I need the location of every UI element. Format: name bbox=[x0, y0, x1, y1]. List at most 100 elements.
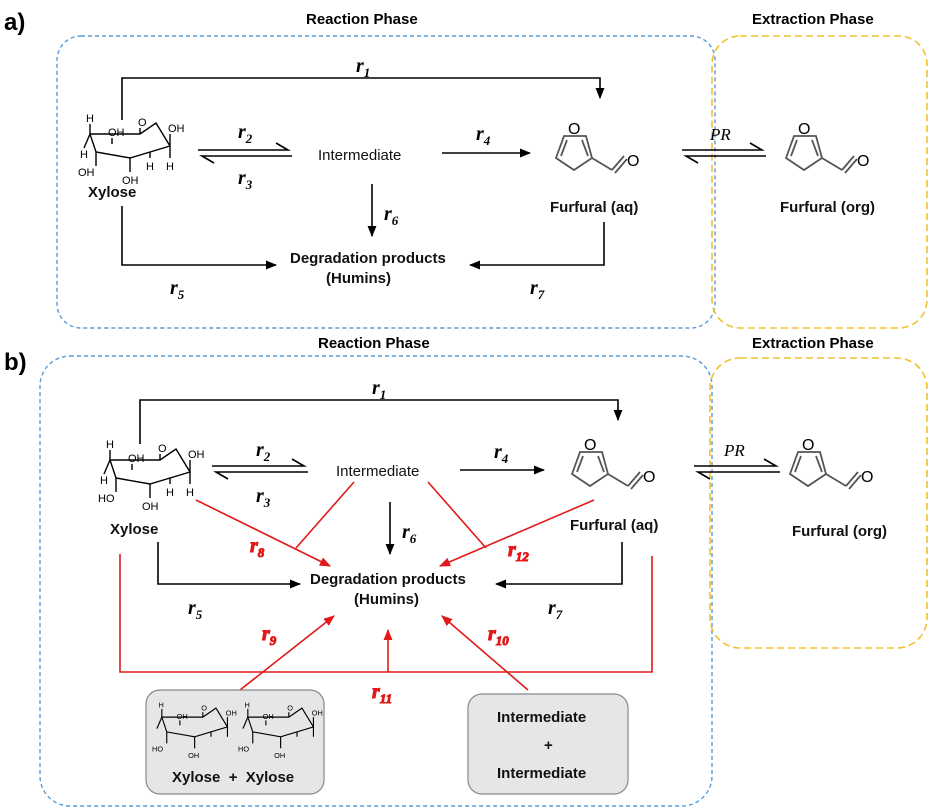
svg-text:OH: OH bbox=[188, 751, 199, 760]
panel-b-xylose-dimer-box bbox=[145, 689, 325, 795]
panel-b-r6-label: r6 bbox=[402, 521, 417, 546]
panel-a-furfural-aq-label: Furfural (aq) bbox=[550, 199, 638, 216]
svg-text:OH: OH bbox=[312, 708, 323, 717]
panel-a-r1-arrow bbox=[121, 77, 605, 120]
panel-b-r10-label: r10 bbox=[488, 623, 509, 648]
panel-b-r8-arrow bbox=[195, 499, 332, 567]
svg-text:O: O bbox=[627, 153, 639, 170]
svg-text:O: O bbox=[158, 443, 167, 455]
panel-a-xylose-structure: H O H OH OH OH OH H H bbox=[78, 113, 185, 187]
panel-b-r12b-line bbox=[427, 481, 487, 549]
panel-a-r5-label: r5 bbox=[170, 277, 185, 302]
panel-a-r7-arrow bbox=[468, 222, 605, 270]
panel-b-intermediate-dimer-bottom: Intermediate bbox=[497, 765, 586, 782]
svg-text:O: O bbox=[861, 469, 873, 486]
panel-a-extraction-phase-border bbox=[711, 35, 928, 329]
panel-b-r5-label: r5 bbox=[188, 597, 203, 622]
svg-text:HO: HO bbox=[152, 745, 163, 754]
panel-a: a) Reaction Phase Extraction Phase H O H… bbox=[4, 9, 928, 329]
panel-a-r6-label: r6 bbox=[384, 203, 399, 228]
panel-b-r12-label: r12 bbox=[508, 539, 529, 564]
panel-a-pr-forward-arrow bbox=[682, 142, 765, 151]
panel-a-label: a) bbox=[4, 9, 25, 36]
panel-b-r8-label: r8 bbox=[250, 535, 265, 560]
svg-text:H: H bbox=[106, 439, 114, 451]
panel-b-r4-label: r4 bbox=[494, 441, 509, 466]
svg-text:HO: HO bbox=[238, 745, 249, 754]
svg-text:O: O bbox=[201, 704, 207, 713]
panel-b-r11-label: r11 bbox=[372, 681, 392, 706]
panel-b-label: b) bbox=[4, 349, 27, 376]
panel-a-r1-label: r1 bbox=[356, 55, 370, 80]
panel-a-reaction-phase-border bbox=[56, 35, 716, 329]
panel-a-r7-label: r7 bbox=[530, 277, 545, 302]
panel-a-r3-arrow bbox=[199, 155, 292, 164]
svg-text:H: H bbox=[159, 700, 164, 709]
panel-b-xylose-dimer-label: Xylose + Xylose bbox=[172, 769, 294, 786]
panel-b-r3-arrow bbox=[213, 471, 308, 480]
panel-b-pr-backward-arrow bbox=[695, 471, 780, 480]
panel-b-r8b-line bbox=[295, 481, 355, 549]
panel-b-r11-baseline bbox=[119, 554, 653, 673]
svg-text:H: H bbox=[186, 487, 194, 499]
panel-a-r2-label: r2 bbox=[238, 121, 253, 146]
panel-a-intermediate-label: Intermediate bbox=[318, 147, 401, 164]
panel-a-r4-label: r4 bbox=[476, 123, 491, 148]
panel-b-furfural-aq-structure: O O bbox=[571, 437, 655, 490]
svg-text:O: O bbox=[802, 437, 814, 454]
panel-a-furfural-org-structure: O O bbox=[785, 121, 869, 174]
panel-b-r3-label: r3 bbox=[256, 485, 271, 510]
svg-text:OH: OH bbox=[78, 167, 95, 179]
svg-text:H: H bbox=[100, 475, 108, 487]
panel-b-furfural-aq-label: Furfural (aq) bbox=[570, 517, 658, 534]
panel-b-r9-arrow bbox=[239, 615, 335, 691]
panel-a-r2-arrow bbox=[198, 142, 291, 151]
svg-text:H: H bbox=[146, 161, 154, 173]
panel-b-furfural-org-structure: O O bbox=[789, 437, 873, 490]
panel-b-xylose-label: Xylose bbox=[110, 521, 158, 538]
svg-text:OH: OH bbox=[168, 123, 185, 135]
panel-b-extraction-phase-border bbox=[709, 357, 928, 649]
svg-text:OH: OH bbox=[274, 751, 285, 760]
panel-b-r1-arrow bbox=[139, 399, 623, 444]
svg-text:O: O bbox=[568, 121, 580, 138]
panel-b-extraction-phase-title: Extraction Phase bbox=[752, 335, 874, 352]
panel-b-r7-label: r7 bbox=[548, 597, 563, 622]
panel-a-furfural-org-label: Furfural (org) bbox=[780, 199, 875, 216]
panel-b-pr-forward-arrow bbox=[694, 458, 779, 467]
panel-b-intermediate-label: Intermediate bbox=[336, 463, 419, 480]
panel-b-r2-arrow bbox=[212, 458, 307, 467]
svg-text:O: O bbox=[138, 117, 147, 129]
panel-a-xylose-label: Xylose bbox=[88, 184, 136, 201]
svg-text:OH: OH bbox=[128, 453, 145, 465]
panel-b-degradation-label: Degradation products bbox=[310, 571, 466, 588]
panel-b-furfural-org-label: Furfural (org) bbox=[792, 523, 887, 540]
svg-text:H: H bbox=[245, 700, 250, 709]
panel-b-r9-label: r9 bbox=[262, 623, 277, 648]
panel-a-r3-label: r3 bbox=[238, 167, 253, 192]
panel-b-r10-arrow bbox=[441, 615, 529, 691]
panel-b-humins-label: (Humins) bbox=[354, 591, 419, 608]
panel-b-xylose-dimer-structure-2: H O HO OH OH OH bbox=[238, 700, 323, 760]
panel-a-humins-label: (Humins) bbox=[326, 270, 391, 287]
panel-a-pr-backward-arrow bbox=[683, 155, 766, 164]
svg-text:OH: OH bbox=[188, 449, 205, 461]
svg-text:OH: OH bbox=[226, 708, 237, 717]
svg-text:H: H bbox=[166, 161, 174, 173]
svg-text:OH: OH bbox=[177, 712, 188, 721]
svg-text:OH: OH bbox=[263, 712, 274, 721]
svg-text:H: H bbox=[166, 487, 174, 499]
svg-text:H: H bbox=[80, 149, 88, 161]
svg-text:O: O bbox=[643, 469, 655, 486]
panel-a-degradation-label: Degradation products bbox=[290, 250, 446, 267]
panel-b-xylose-dimer-structure-1: H O HO OH OH OH bbox=[152, 700, 237, 760]
panel-b-r2-label: r2 bbox=[256, 439, 271, 464]
svg-text:H: H bbox=[86, 113, 94, 125]
svg-text:O: O bbox=[287, 704, 293, 713]
panel-b-r7-arrow bbox=[494, 542, 623, 589]
panel-b-xylose-structure: H O H HO OH OH OH H H bbox=[98, 439, 205, 513]
svg-text:OH: OH bbox=[122, 175, 139, 187]
panel-b-r12-arrow bbox=[438, 499, 595, 567]
svg-text:O: O bbox=[798, 121, 810, 138]
